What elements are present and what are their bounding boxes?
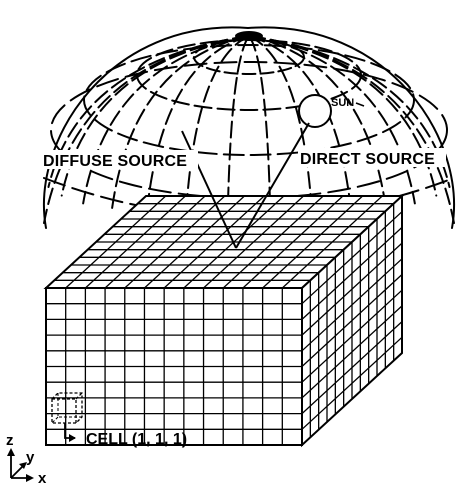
cell-pointer-arrowhead	[69, 434, 76, 442]
cell-label: CELL (1, 1, 1)	[86, 431, 187, 448]
axis-x-label: x	[38, 470, 47, 487]
axis-triad	[7, 448, 34, 482]
sun: SUN	[298, 94, 365, 128]
sky-hemisphere	[43, 26, 455, 229]
meridian-line	[248, 35, 272, 222]
meridian-line	[248, 35, 388, 212]
axis-y-label: y	[26, 449, 35, 466]
cell-1-1-1	[51, 392, 83, 424]
meridian-line	[248, 35, 314, 221]
meridian-line	[184, 35, 250, 221]
source-labels: DIFFUSE SOURCE DIRECT SOURCE	[42, 148, 446, 170]
zenith-point	[235, 31, 263, 41]
meridian-line	[43, 35, 250, 224]
latitude-ring-3	[83, 44, 415, 156]
hemisphere-outline	[43, 26, 455, 229]
meridian-line	[248, 35, 353, 217]
meridian-line	[248, 35, 455, 224]
canopy-voxel-grid	[43, 193, 405, 448]
sun-arrow	[355, 102, 365, 107]
meridian-line	[82, 35, 250, 205]
sun-icon	[298, 94, 332, 128]
sun-label: SUN	[331, 97, 354, 109]
direct-ray	[235, 122, 310, 249]
meridian-line	[248, 35, 416, 205]
axis-z-label: z	[6, 432, 14, 449]
meridian-line	[145, 35, 250, 217]
direct-source-label: DIRECT SOURCE	[300, 151, 435, 168]
voxel-grid-lines	[46, 195, 403, 445]
meridian-line	[226, 35, 250, 222]
diffuse-source-label: DIFFUSE SOURCE	[43, 153, 187, 170]
meridian-line	[110, 35, 250, 212]
